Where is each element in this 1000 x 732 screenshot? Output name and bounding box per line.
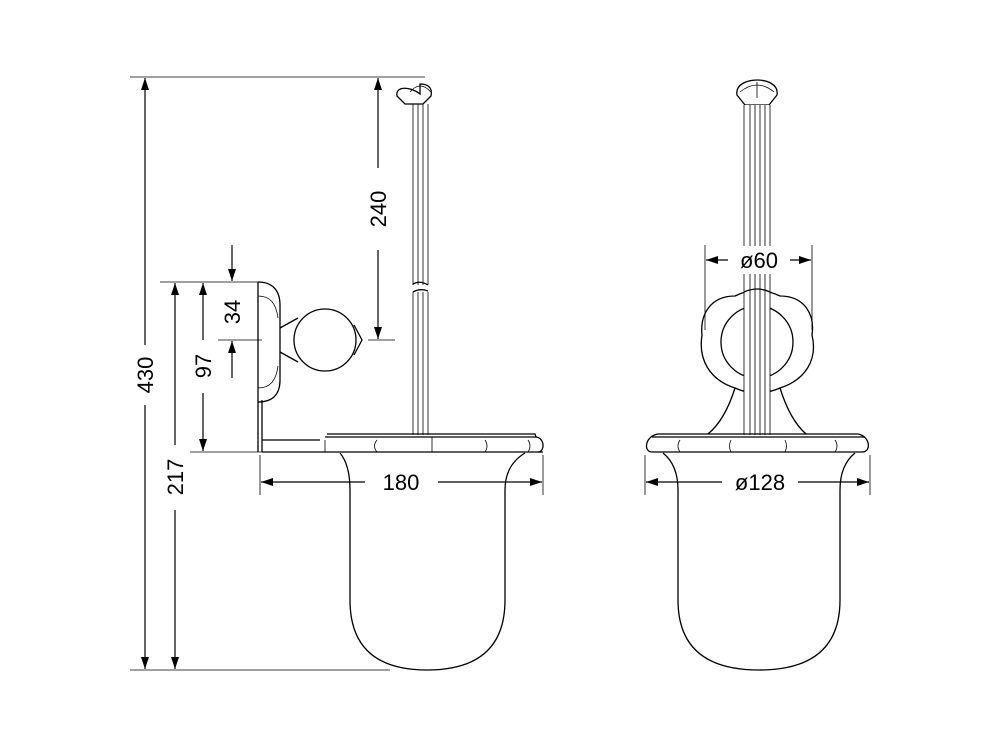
dimension-label-240: 240 [366,191,391,228]
front-holder-body [645,79,869,671]
dimension-180: 180 [261,470,542,495]
dimension-label-217: 217 [163,459,188,496]
label-backdrop [730,246,788,274]
dimension-label-34: 34 [220,300,245,324]
dimension-label-430: 430 [133,357,158,394]
extension-lines [130,76,544,671]
dimension-label-diameter-128: ø128 [735,470,785,495]
dimension-34: 34 [220,245,245,378]
dimension-240: 240 [366,78,391,339]
dimension-label-180: 180 [383,470,420,495]
side-holder-body [257,83,544,671]
dimension-diameter-60: ø60 [706,246,811,274]
side-view: 430 217 97 34 240 180 [130,76,544,671]
dimension-97: 97 [191,283,216,451]
dimension-217: 217 [163,283,188,669]
dimension-label-diameter-60: ø60 [740,248,778,273]
dimension-430: 430 [133,78,158,669]
dimension-label-97: 97 [191,354,216,378]
front-view: ø60 ø128 [644,79,871,671]
dimension-diameter-128: ø128 [646,470,869,495]
front-extension-lines [644,245,871,495]
